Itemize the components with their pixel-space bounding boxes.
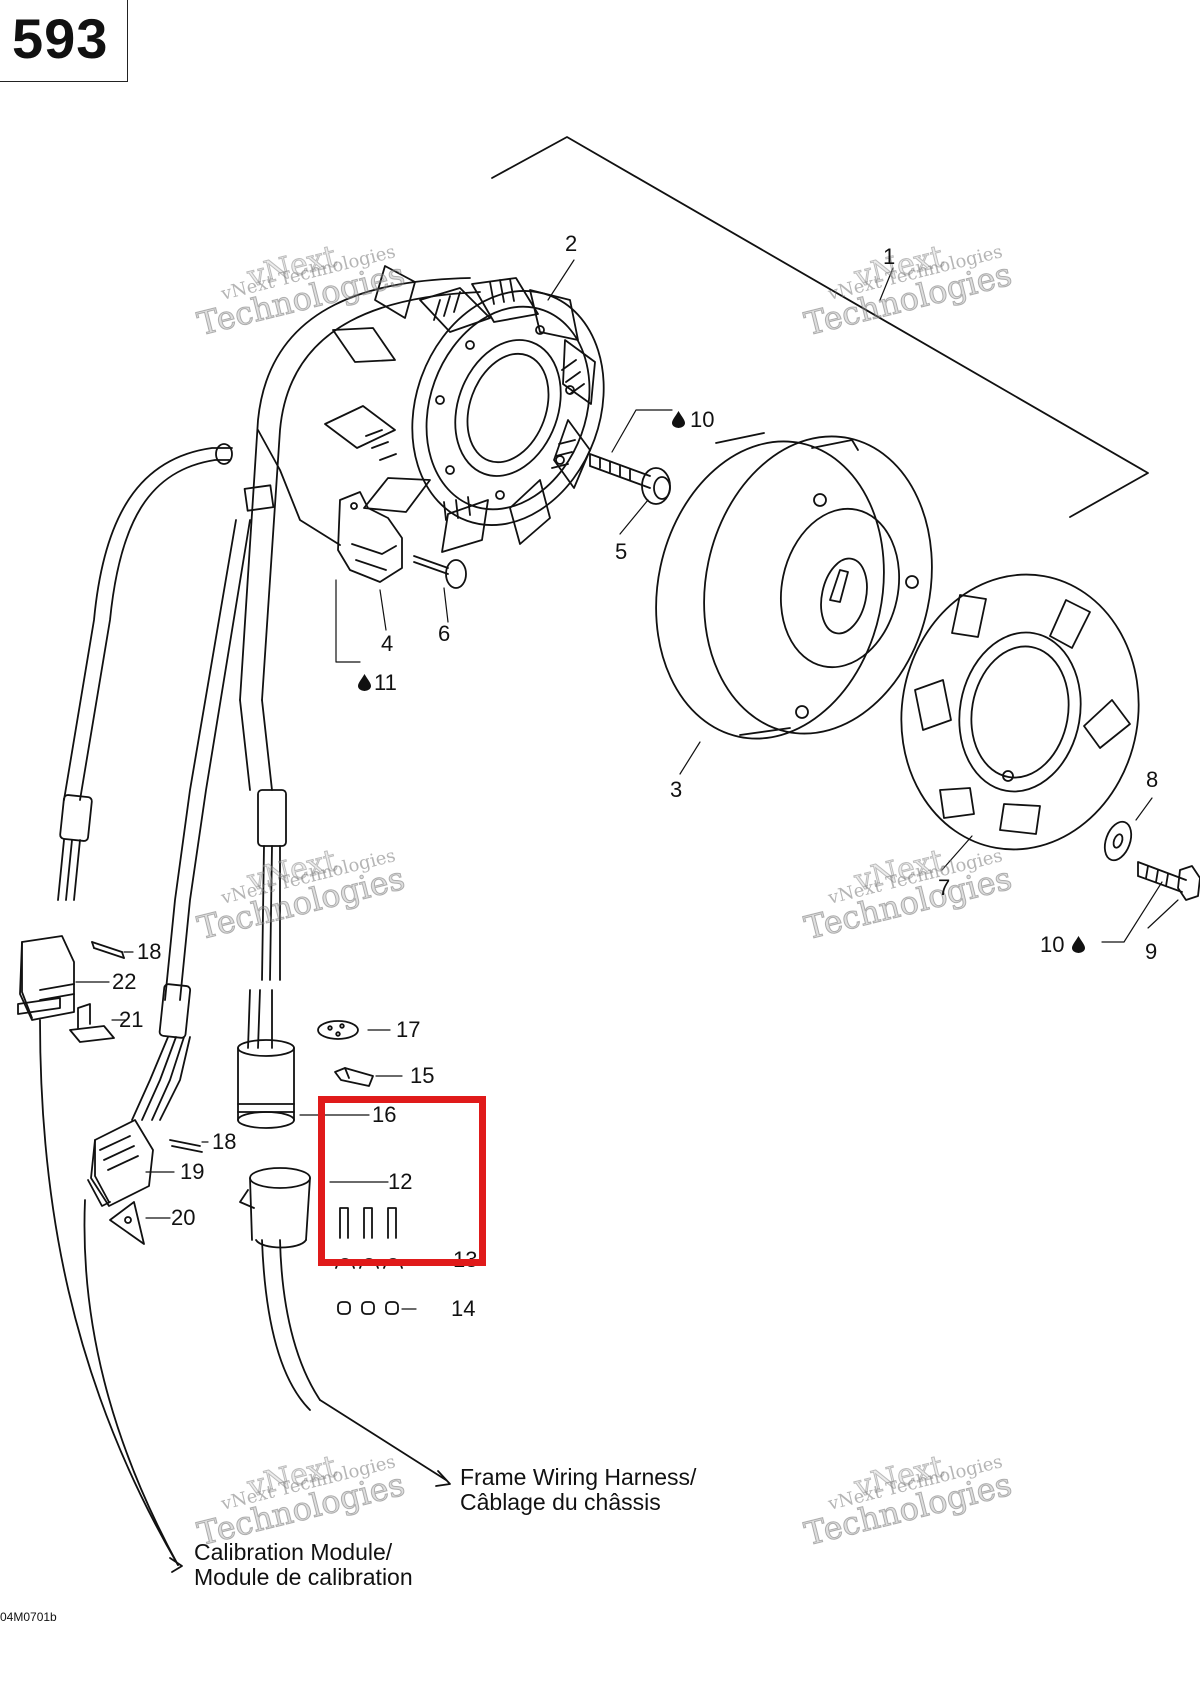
- note-line: Frame Wiring Harness/: [460, 1464, 697, 1490]
- note-line: Module de calibration: [194, 1564, 413, 1590]
- connector-19: [87, 1119, 154, 1207]
- callout-11: 11: [374, 670, 397, 695]
- callout-9: 9: [1145, 939, 1158, 964]
- callout-17: 17: [396, 1017, 421, 1042]
- highlight-box: [318, 1096, 486, 1266]
- screw-5: [589, 453, 671, 505]
- calibration-module-note: Calibration Module/ Module de calibratio…: [194, 1540, 413, 1590]
- callout-12: 12: [388, 1169, 413, 1194]
- callout-7: 7: [938, 875, 951, 900]
- frame-harness-wires: [261, 1239, 451, 1487]
- drop-icon: [672, 411, 685, 428]
- seal-17: [317, 1020, 359, 1040]
- callout-20: 20: [171, 1205, 196, 1230]
- assembly-bracket: [491, 136, 1149, 518]
- callout-15: 15: [410, 1063, 435, 1088]
- terminal-18-upper: [91, 941, 125, 959]
- figure-id: 04M0701b: [0, 1610, 57, 1624]
- connector-22: [17, 935, 75, 1021]
- clip-4: [337, 491, 403, 583]
- connector-12: [239, 1167, 311, 1249]
- callout-14: 14: [451, 1296, 476, 1321]
- page-number: 593: [12, 7, 109, 70]
- calibration-wires: [39, 1019, 183, 1573]
- drop-icon: [1072, 936, 1085, 953]
- screw-6: [413, 555, 467, 589]
- callout-6: 6: [438, 621, 451, 646]
- callout-8: 8: [1146, 767, 1159, 792]
- bolt-9: [1137, 861, 1200, 901]
- callout-21: 21: [119, 1007, 144, 1032]
- callout-5: 5: [615, 539, 628, 564]
- leader-lines: [75, 259, 1179, 1310]
- bracket-21: [69, 1003, 115, 1043]
- callout-19: 19: [180, 1159, 205, 1184]
- callout-16: 16: [372, 1102, 397, 1127]
- left-harness: [57, 443, 233, 901]
- stator-harness: [131, 277, 481, 1121]
- terminal-18-lower: [169, 1139, 203, 1153]
- drop-icon: [358, 674, 371, 691]
- note-line: Calibration Module/: [194, 1539, 393, 1565]
- callout-18-upper: 18: [137, 939, 162, 964]
- connector-housing-16: [237, 989, 295, 1129]
- terminal-15: [334, 1067, 374, 1087]
- callout-10-lower: 10: [1040, 932, 1065, 957]
- callout-1: 1: [883, 244, 896, 269]
- callout-22: 22: [112, 969, 137, 994]
- seals-14: [337, 1301, 399, 1315]
- callout-3: 3: [670, 777, 683, 802]
- page-number-box: 593: [0, 0, 128, 82]
- callout-10-upper: 10: [690, 407, 715, 432]
- callout-2: 2: [565, 231, 578, 256]
- washer-8: [1103, 820, 1133, 862]
- note-line: Câblage du châssis: [460, 1489, 661, 1515]
- rotor-3: [655, 432, 933, 740]
- frame-wiring-harness-note: Frame Wiring Harness/ Câblage du châssis: [460, 1465, 696, 1515]
- stator: [324, 265, 605, 553]
- callout-18-lower: 18: [212, 1129, 237, 1154]
- starter-clutch-7: [900, 573, 1140, 851]
- callout-4: 4: [381, 631, 394, 656]
- plate-20: [109, 1201, 145, 1245]
